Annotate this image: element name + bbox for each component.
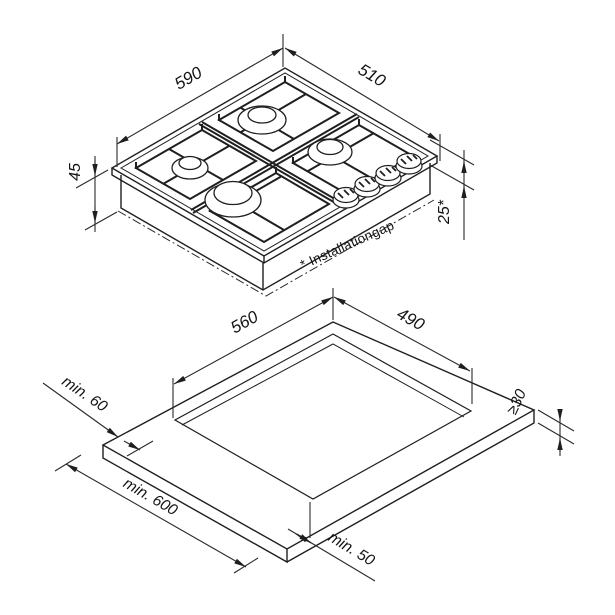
dimension-hob-width: 590 — [116, 34, 284, 167]
worktop-thickness-label: ≥30 — [504, 386, 530, 417]
hob-depth-label: 510 — [355, 60, 390, 91]
worktop-cutout-view: 560 490 min. 60 min. 600 min. 50 — [42, 288, 575, 582]
burner-right — [307, 138, 353, 166]
burner-large — [204, 180, 262, 218]
hob-projection-line — [117, 199, 435, 297]
knob-icon — [353, 175, 381, 198]
grate-ring-front-left — [207, 171, 331, 244]
knob-icon — [395, 152, 423, 175]
cutout-depth-label: 490 — [394, 304, 428, 335]
cutout-inner-wall-line — [181, 343, 465, 426]
dimension-installation-gap: 25* — [429, 139, 475, 240]
burner-back — [237, 105, 287, 135]
front-clearance-label: min. 50 — [325, 529, 378, 570]
installation-gap-note: * Installationgap — [298, 217, 397, 272]
control-knobs — [332, 152, 423, 209]
worktop-thickness-side — [102, 410, 535, 564]
worktop-cutout-opening — [173, 333, 473, 500]
dimension-rear-clearance: min. 60 — [42, 373, 154, 457]
cutout-width-label: 560 — [227, 307, 261, 338]
hob-width-label: 590 — [171, 63, 206, 94]
knob-icon — [374, 164, 402, 187]
hob-height-label: 45 — [67, 163, 84, 181]
installation-gap-label: 25* — [436, 199, 453, 225]
hob-isometric-view: 590 510 45 25* * Installationgap — [67, 34, 475, 297]
dimension-cutout-width: 560 — [172, 288, 334, 418]
burner-small — [171, 155, 209, 180]
dimension-cutout-depth: 490 — [333, 296, 473, 404]
rear-clearance-label: min. 60 — [59, 373, 111, 416]
dimension-hob-height: 45 — [67, 156, 118, 232]
dimension-worktop-min-width: min. 600 — [54, 454, 259, 574]
